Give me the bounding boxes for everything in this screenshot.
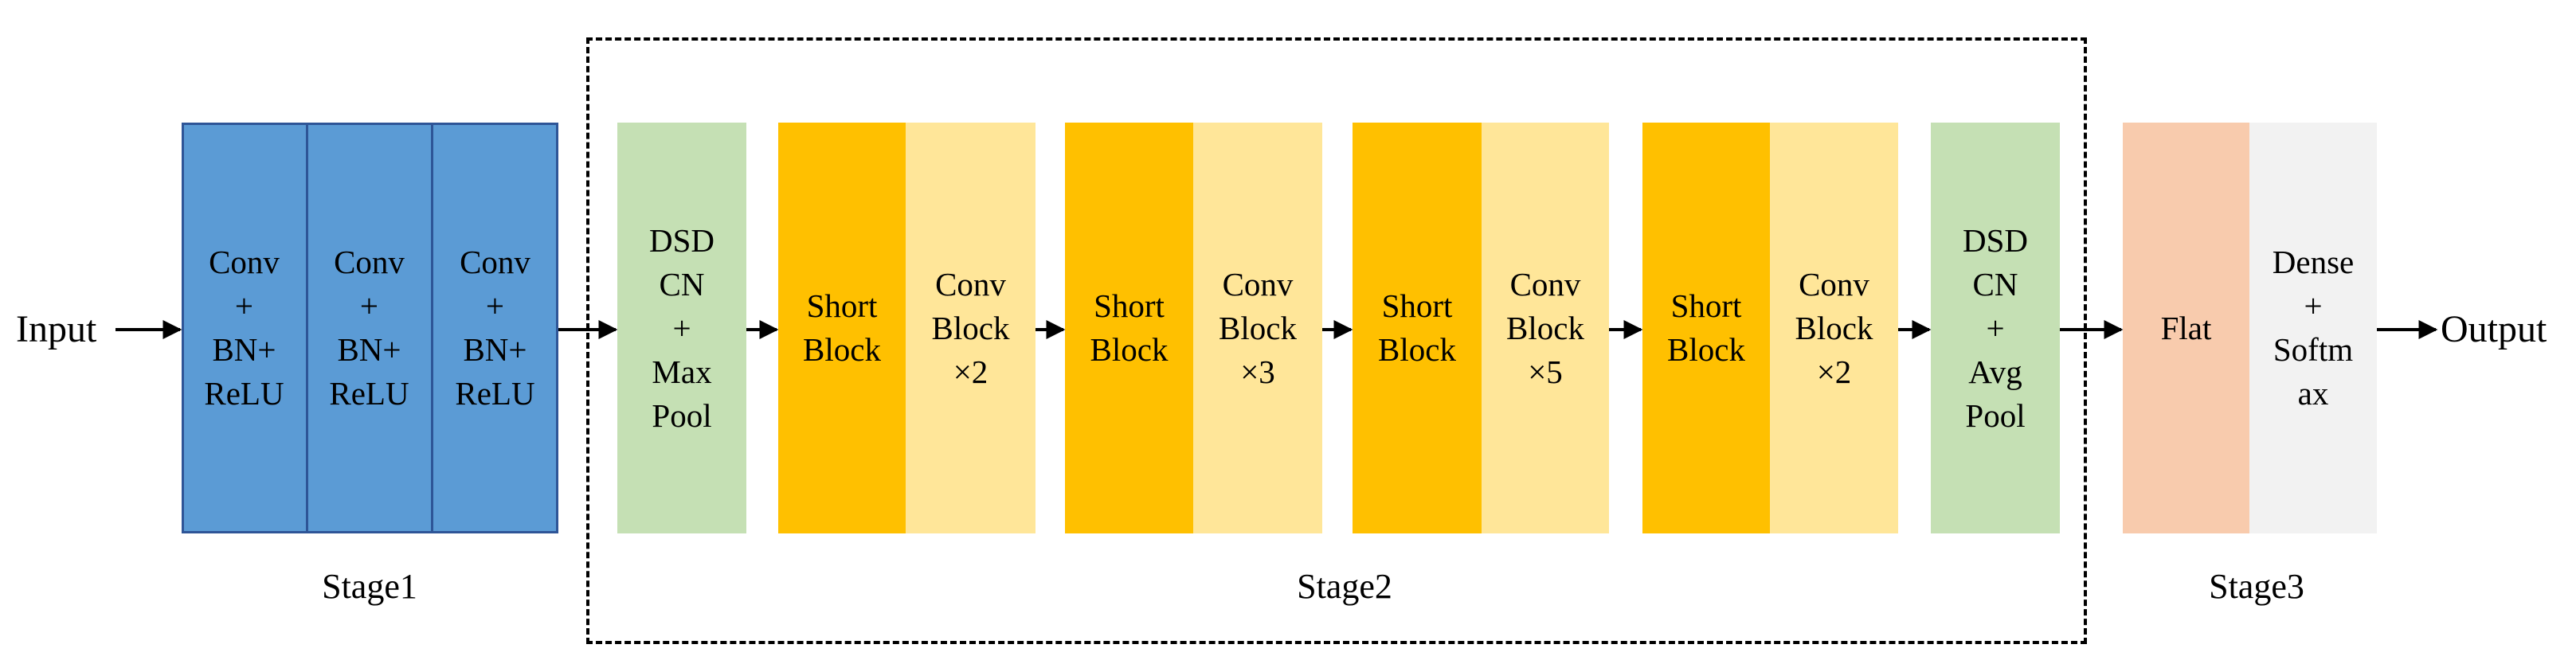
dsdcn-maxpool-label: DSD CN + Max Pool xyxy=(649,219,714,438)
short-block-2-label: Short Block xyxy=(1090,284,1169,372)
layer-line: + xyxy=(485,287,505,324)
block-line: Block xyxy=(1378,331,1456,368)
dsdcn-avgpool-block: DSD CN + Avg Pool xyxy=(1931,123,2060,533)
conv-block-3-label: Conv Block ×5 xyxy=(1506,263,1584,394)
block-line: Avg xyxy=(1968,353,2022,390)
block-line: Conv xyxy=(1222,265,1294,303)
stage1-label: Stage1 xyxy=(322,567,417,606)
stage2-frame xyxy=(586,37,2087,644)
block-line: Short xyxy=(1381,287,1453,324)
layer-line: Conv xyxy=(460,244,530,280)
block-line: ×5 xyxy=(1528,353,1563,390)
stage2-label: Stage2 xyxy=(1297,567,1392,606)
conv-block-1-label: Conv Block ×2 xyxy=(932,263,1010,394)
short-block-4: Short Block xyxy=(1642,123,1770,533)
block-line: Conv xyxy=(935,265,1006,303)
conv-block-1: Conv Block ×2 xyxy=(906,123,1035,533)
block-line: Pool xyxy=(652,396,712,434)
block-line: ax xyxy=(2297,375,2329,412)
block-line: Dense xyxy=(2272,244,2355,280)
block-line: Pool xyxy=(1965,396,2026,434)
block-line: Block xyxy=(803,331,881,368)
stage1-divider xyxy=(306,123,308,533)
flat-label: Flat xyxy=(2160,309,2212,346)
short-block-1-label: Short Block xyxy=(803,284,881,372)
conv-block-4: Conv Block ×2 xyxy=(1770,123,1898,533)
block-line: Block xyxy=(1219,309,1297,346)
dsdcn-avgpool-label: DSD CN + Avg Pool xyxy=(1963,219,2028,438)
block-line: Conv xyxy=(1509,265,1581,303)
block-line: Block xyxy=(1795,309,1873,346)
block-line: Conv xyxy=(1799,265,1869,303)
output-label: Output xyxy=(2441,308,2547,350)
dsdcn-maxpool-block: DSD CN + Max Pool xyxy=(617,123,746,533)
layer-line: + xyxy=(359,287,379,324)
input-label: Input xyxy=(16,308,97,350)
block-line: Block xyxy=(1667,331,1745,368)
conv-block-4-label: Conv Block ×2 xyxy=(1795,263,1873,394)
stage1-block xyxy=(182,123,558,533)
block-line: Softm xyxy=(2273,331,2354,368)
flat-block: Flat xyxy=(2123,123,2249,533)
block-line: ×2 xyxy=(1816,353,1852,390)
block-line: Short xyxy=(806,287,878,324)
stage1-divider xyxy=(431,123,433,533)
short-block-4-label: Short Block xyxy=(1667,284,1745,372)
stage1-layer-1: Conv + BN+ ReLU xyxy=(182,123,307,533)
short-block-2: Short Block xyxy=(1065,123,1193,533)
layer-line: + xyxy=(234,287,254,324)
block-line: + xyxy=(1986,309,2005,346)
conv-block-3: Conv Block ×5 xyxy=(1482,123,1609,533)
layer-line: ReLU xyxy=(329,375,409,412)
block-line: Max xyxy=(652,353,712,390)
block-line: DSD xyxy=(1962,221,2029,259)
block-line: + xyxy=(672,309,691,346)
short-block-3: Short Block xyxy=(1353,123,1482,533)
block-line: DSD xyxy=(648,221,715,259)
block-line: ×3 xyxy=(1240,353,1275,390)
block-line: Short xyxy=(1670,287,1742,324)
block-line: Block xyxy=(931,309,1010,346)
dense-softmax-block: Dense + Softm ax xyxy=(2249,123,2377,533)
layer-line: ReLU xyxy=(455,375,535,412)
block-line: + xyxy=(2304,287,2323,324)
block-line: ×2 xyxy=(953,353,989,390)
layer-line: ReLU xyxy=(204,375,284,412)
stage1-layer-3-label: Conv + BN+ ReLU xyxy=(455,240,534,416)
block-line: Block xyxy=(1506,309,1584,346)
conv-block-2: Conv Block ×3 xyxy=(1193,123,1322,533)
stage1-layer-2: Conv + BN+ ReLU xyxy=(307,123,432,533)
stage1-layer-1-label: Conv + BN+ ReLU xyxy=(204,240,284,416)
block-line: Short xyxy=(1094,287,1165,324)
layer-line: BN+ xyxy=(337,331,401,368)
layer-line: BN+ xyxy=(212,331,276,368)
layer-line: Conv xyxy=(209,244,280,280)
layer-line: Conv xyxy=(334,244,405,280)
short-block-3-label: Short Block xyxy=(1378,284,1456,372)
stage3-label: Stage3 xyxy=(2209,567,2304,606)
stage1-layer-2-label: Conv + BN+ ReLU xyxy=(329,240,409,416)
dense-softmax-label: Dense + Softm ax xyxy=(2273,240,2354,416)
block-line: CN xyxy=(659,265,705,303)
block-line: Block xyxy=(1090,331,1169,368)
short-block-1: Short Block xyxy=(778,123,906,533)
stage1-layer-3: Conv + BN+ ReLU xyxy=(432,123,558,533)
conv-block-2-label: Conv Block ×3 xyxy=(1219,263,1297,394)
block-line: CN xyxy=(1972,265,2018,303)
layer-line: BN+ xyxy=(463,331,527,368)
